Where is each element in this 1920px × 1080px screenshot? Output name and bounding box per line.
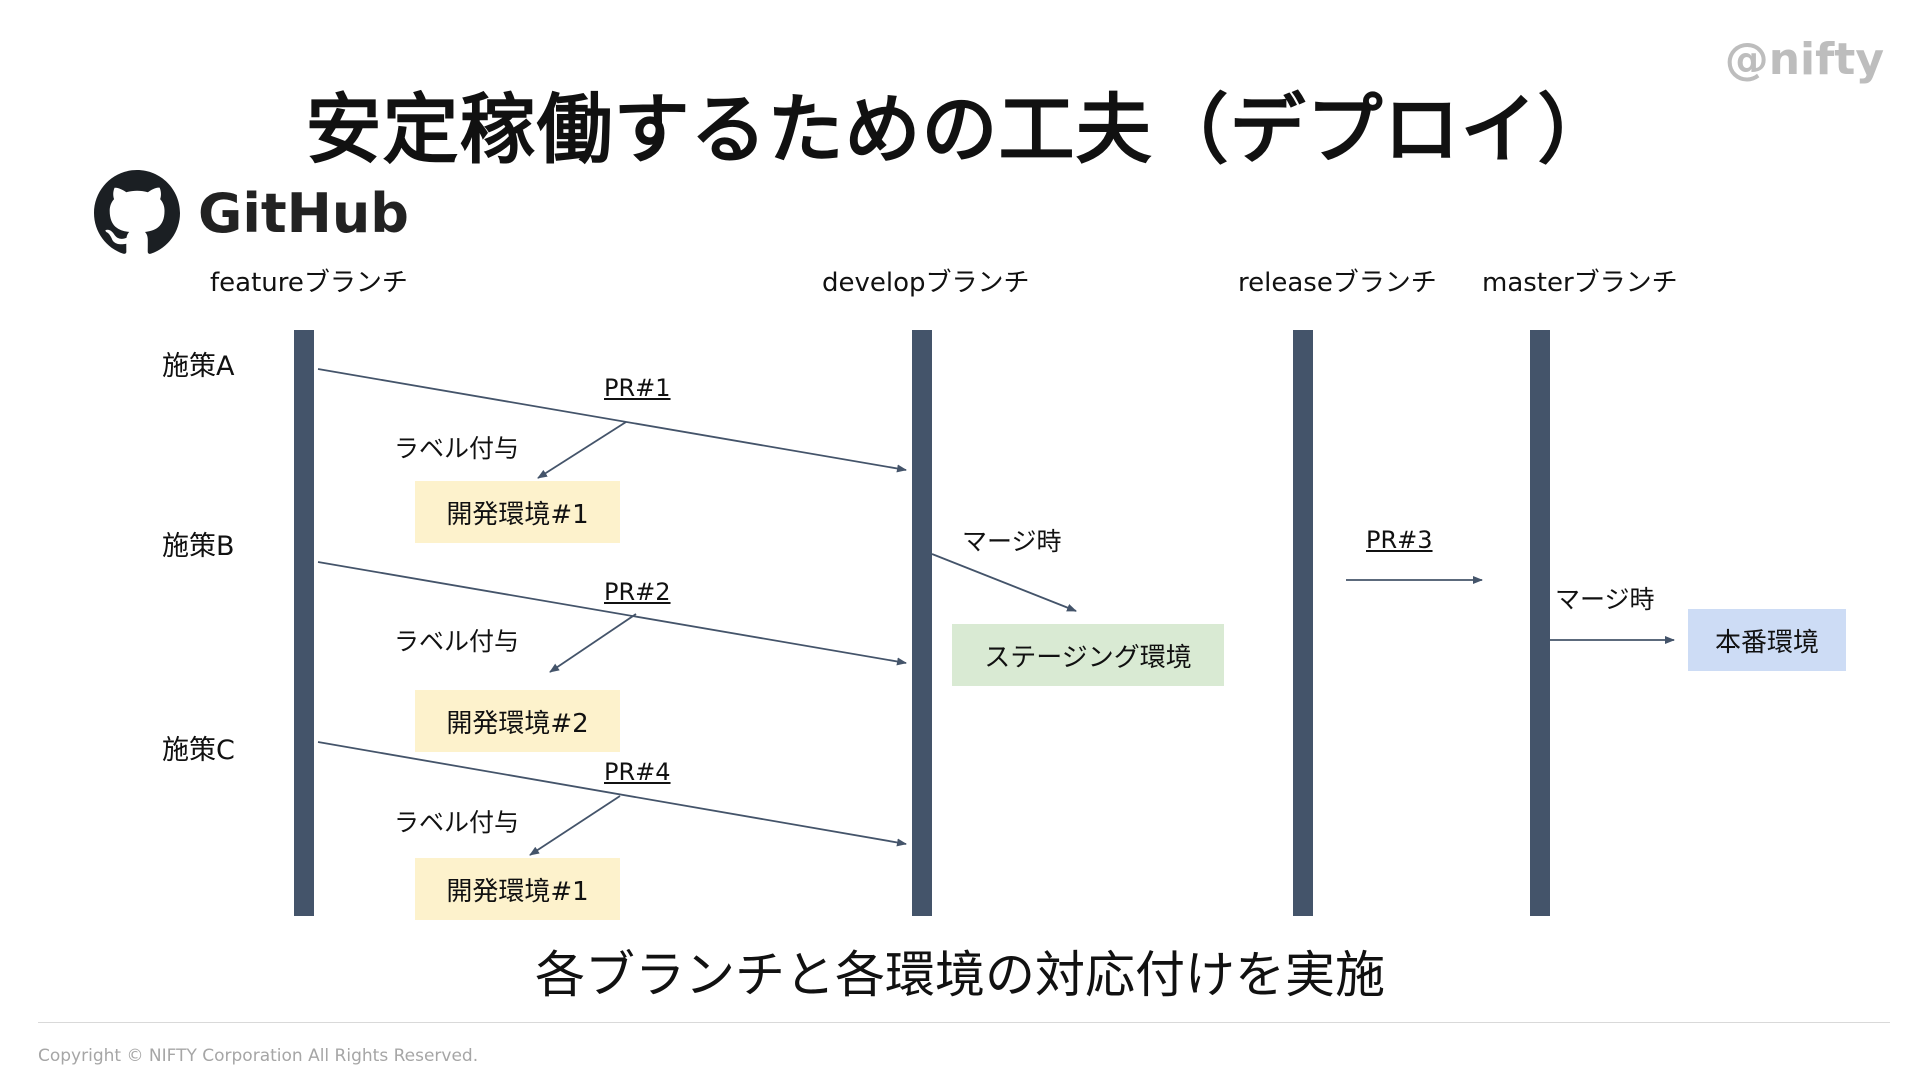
label-assign-note-1: ラベル付与 [394, 434, 520, 463]
footer-divider [38, 1022, 1890, 1023]
label-assign-note-3: ラベル付与 [394, 808, 520, 837]
copyright-notice: Copyright © NIFTY Corporation All Rights… [38, 1046, 479, 1066]
arrow-pr1-to-dev-env [537, 421, 627, 479]
env-box-dev-3: 開発環境#1 [415, 858, 620, 920]
github-logo: GitHub [94, 170, 409, 256]
branch-label-release: releaseブランチ [1238, 268, 1437, 298]
branch-bar-master [1530, 330, 1550, 916]
bottom-caption: 各ブランチと各環境の対応付けを実施 [535, 946, 1385, 1004]
pr-label-2: PR#2 [604, 578, 671, 606]
measure-label-a: 施策A [162, 351, 235, 382]
github-octocat-icon [94, 170, 180, 254]
branch-label-feature: featureブランチ [210, 268, 408, 298]
measure-label-b: 施策B [162, 531, 235, 562]
github-wordmark: GitHub [198, 181, 409, 245]
slide-title: 安定稼働するための工夫（デプロイ） [305, 85, 1615, 174]
arrow-measure-a-to-develop [317, 368, 907, 473]
arrow-pr2-to-dev-env [549, 613, 637, 673]
branch-label-master: masterブランチ [1482, 268, 1678, 298]
label-assign-note-2: ラベル付与 [394, 627, 520, 656]
env-box-dev-2: 開発環境#2 [415, 690, 620, 752]
pr-label-3: PR#3 [1366, 526, 1433, 554]
env-box-production: 本番環境 [1688, 609, 1846, 671]
merge-note-develop: マージ時 [962, 527, 1062, 556]
arrow-measure-b-to-develop [317, 561, 907, 666]
arrow-measure-c-to-develop [317, 741, 907, 847]
pr-label-1: PR#1 [604, 374, 671, 402]
pr-label-4: PR#4 [604, 758, 671, 786]
arrow-pr4-to-dev-env [529, 795, 621, 856]
measure-label-c: 施策C [162, 735, 235, 766]
env-box-dev-1: 開発環境#1 [415, 481, 620, 543]
branch-bar-develop [912, 330, 932, 916]
env-box-staging: ステージング環境 [952, 624, 1224, 686]
arrow-develop-to-staging [931, 553, 1077, 612]
brand-logo: @nifty [1724, 34, 1884, 85]
branch-bar-feature [294, 330, 314, 916]
merge-note-master: マージ時 [1555, 585, 1655, 614]
branch-label-develop: developブランチ [822, 268, 1030, 298]
branch-bar-release [1293, 330, 1313, 916]
